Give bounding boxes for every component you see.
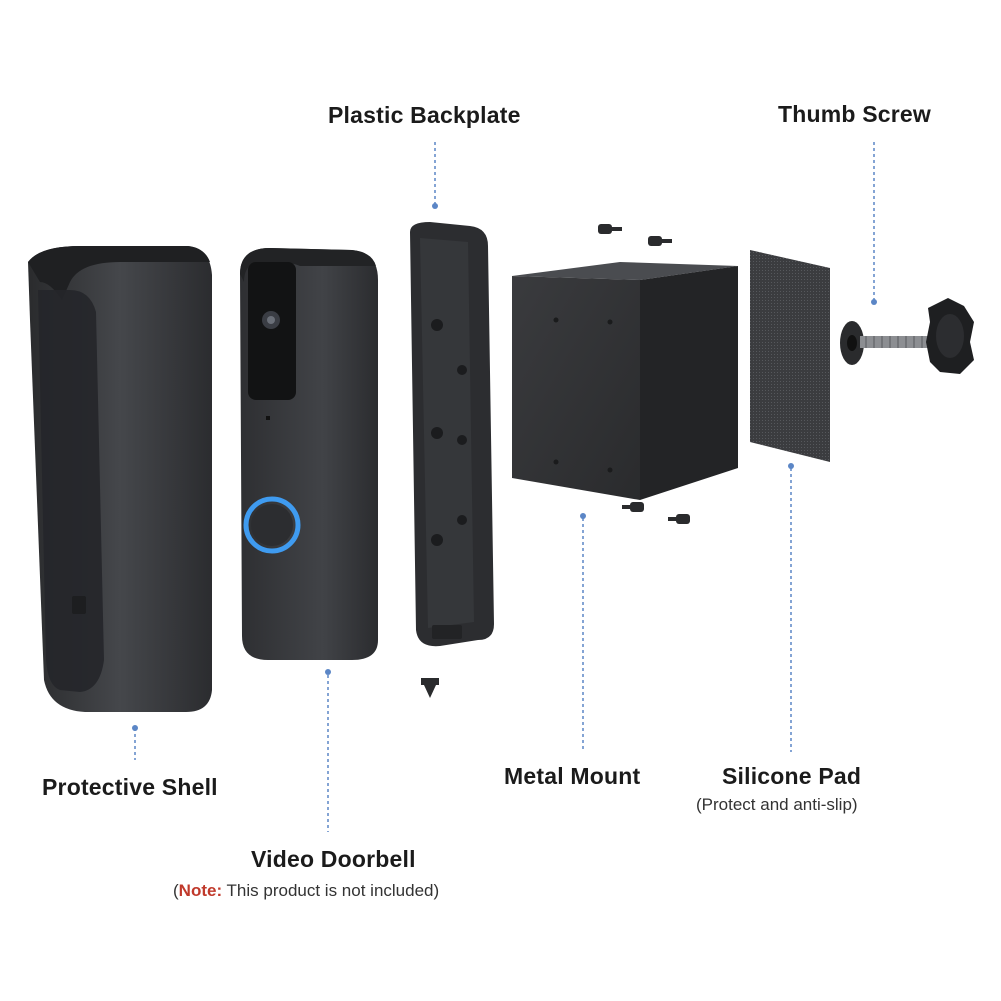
silicone-pad-part: [750, 250, 830, 462]
protective-shell-part: [28, 246, 212, 712]
video-doorbell-label: Video Doorbell: [251, 846, 416, 872]
mount-screws: [598, 224, 690, 524]
leader-lines: [134, 142, 875, 832]
leader-dots: [132, 203, 877, 731]
metal-mount-part: [512, 262, 738, 500]
video-doorbell-part: [240, 248, 378, 660]
thumb-screw-label: Thumb Screw: [778, 101, 932, 127]
silicone-pad-sublabel: (Protect and anti-slip): [696, 795, 858, 814]
metal-mount-label: Metal Mount: [504, 763, 641, 789]
video-doorbell-note: (Note: This product is not included): [173, 881, 439, 901]
backplate-screw: [421, 678, 439, 698]
silicone-pad-label: Silicone Pad: [722, 763, 862, 789]
note-text: This product is not included): [222, 881, 440, 900]
thumb-screw-part: [840, 298, 974, 374]
note-open-paren: (: [173, 881, 179, 900]
note-word: Note:: [178, 881, 223, 900]
protective-shell-label: Protective Shell: [42, 774, 218, 800]
plastic-backplate-part: [410, 222, 494, 647]
plastic-backplate-label: Plastic Backplate: [328, 102, 521, 128]
